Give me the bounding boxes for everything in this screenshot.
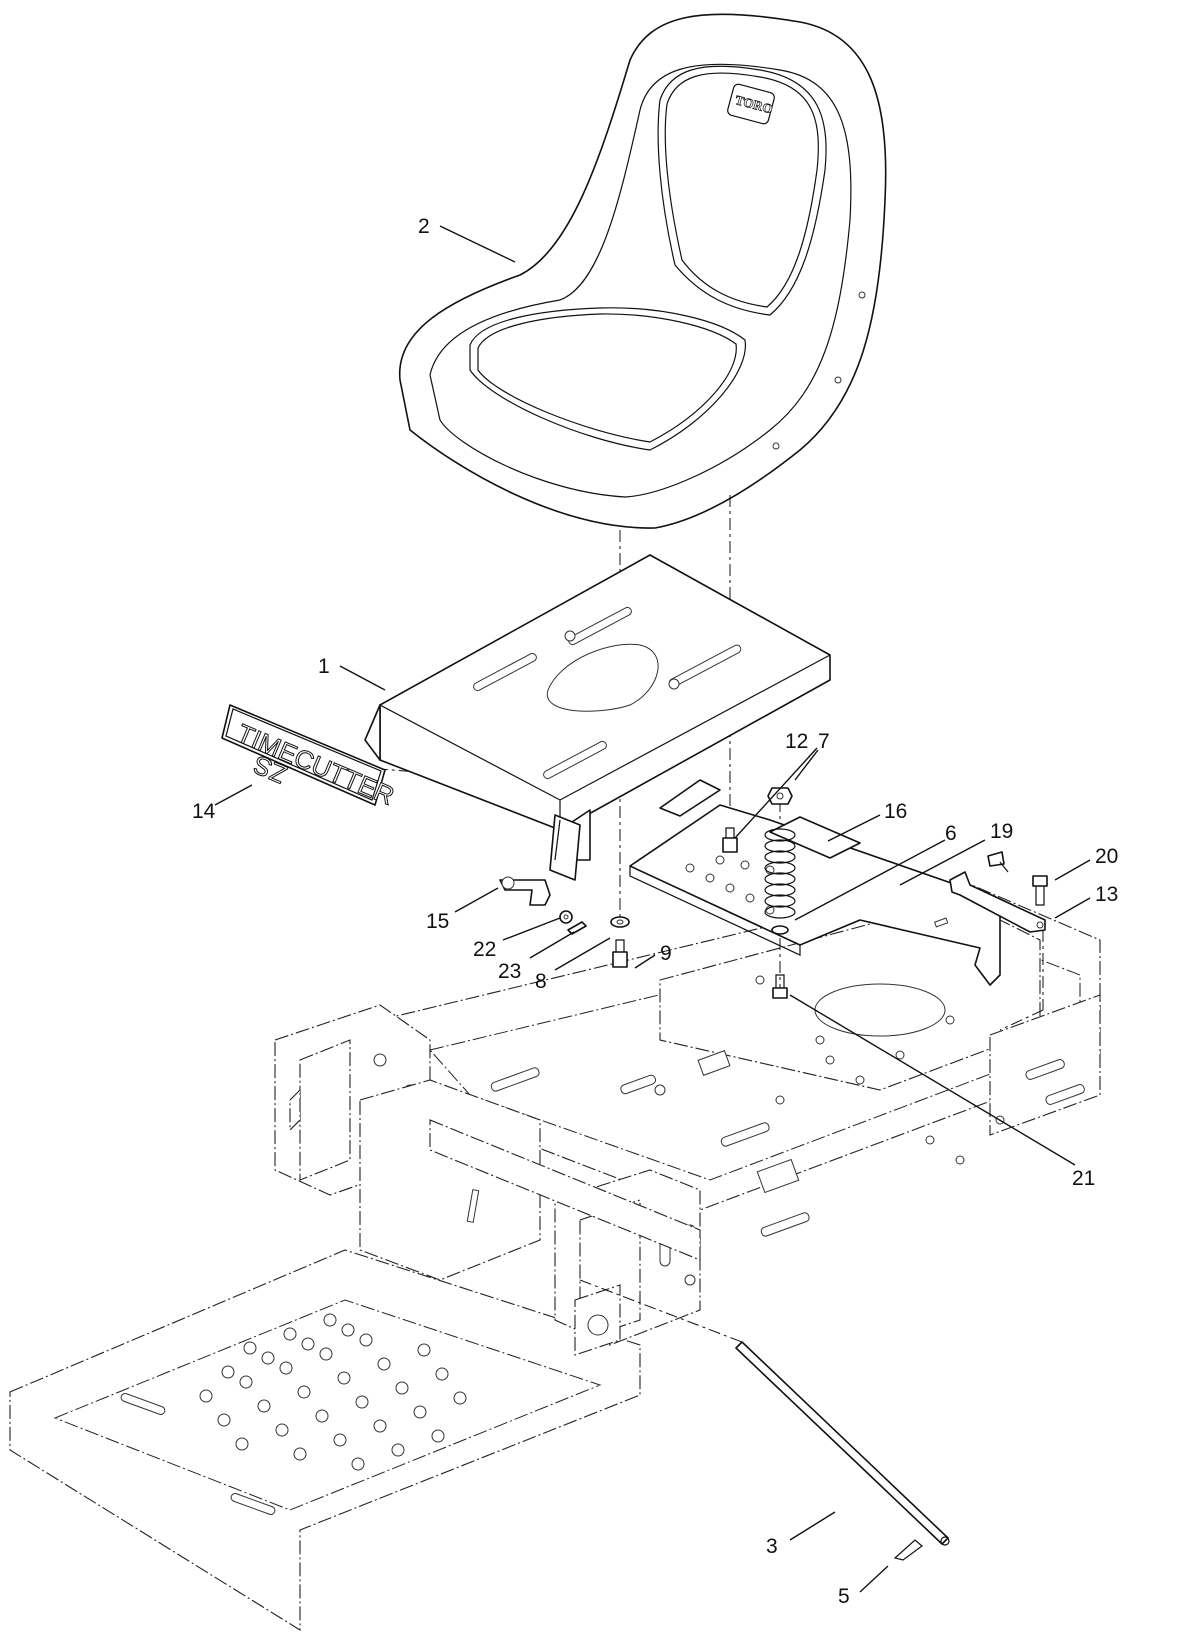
callout-12: 12 [785, 730, 808, 753]
callout-20: 20 [1095, 845, 1118, 868]
callout-8: 8 [535, 970, 547, 993]
centerline-rod [579, 1279, 743, 1343]
callout-14: 14 [192, 800, 216, 823]
callout-15: 15 [426, 910, 449, 933]
pivot-rod-part-3 [735, 1341, 950, 1546]
callout-22: 22 [473, 938, 496, 961]
bolt-part-12 [722, 827, 738, 853]
mower-frame [9, 879, 1101, 1631]
clip-part-23 [567, 921, 587, 935]
callout-21: 21 [1072, 1167, 1095, 1190]
bracket-part-13 [949, 871, 1046, 933]
callout-9: 9 [660, 942, 672, 965]
callout-6: 6 [945, 822, 957, 845]
bolt-part-20 [987, 851, 1048, 906]
floor-holes [199, 1313, 467, 1471]
callout-7: 7 [818, 730, 830, 753]
decal-part-14: TIMECUTTER ZS [221, 704, 399, 811]
callout-23: 23 [498, 960, 521, 983]
callout-3: 3 [766, 1535, 778, 1558]
seat-part-2: TORO [399, 13, 887, 529]
callout-13: 13 [1095, 883, 1118, 906]
callout-16: 16 [884, 800, 907, 823]
callout-5: 5 [838, 1585, 850, 1608]
callout-2: 2 [418, 215, 430, 238]
switch-bracket-part-15 [499, 814, 581, 906]
nut-part-7 [767, 787, 793, 805]
bolt-part-9 [612, 951, 628, 968]
callout-numbers: 2 1 14 15 22 23 8 9 12 7 16 6 19 20 13 2… [192, 215, 1118, 1608]
callout-19: 19 [990, 820, 1013, 843]
frame-holes [654, 975, 1005, 1165]
seat-pan-part-1 [364, 554, 831, 861]
centerline-bracket-2 [999, 1009, 1044, 1031]
callout-1: 1 [318, 655, 330, 678]
centerline-decal [329, 764, 456, 776]
hairpin-part-5 [893, 1539, 923, 1561]
callout-leaders [214, 225, 1091, 1593]
decal-part-16 [769, 816, 861, 859]
spring-part-6 [764, 828, 796, 935]
bolt-part-21 [772, 974, 788, 999]
